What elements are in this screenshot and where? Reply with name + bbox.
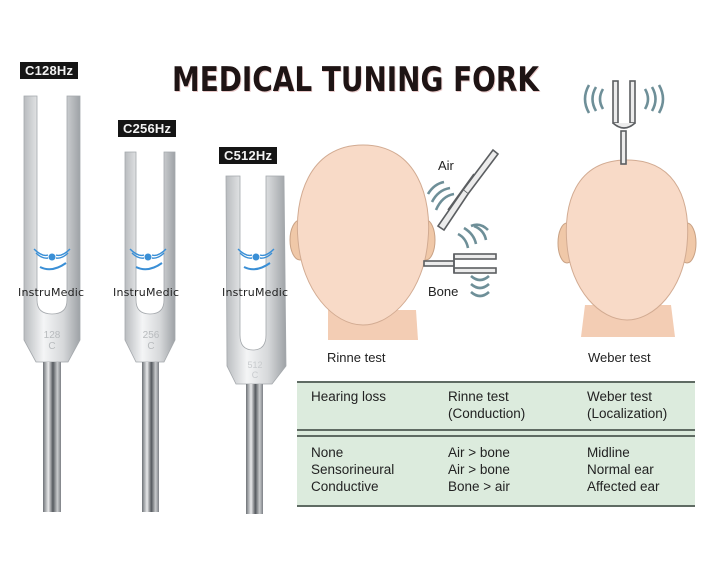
page-title: MEDICAL TUNING FORK: [172, 60, 539, 100]
fork-256: [124, 151, 176, 512]
hearing-loss-table: Hearing loss Rinne test (Conduction) Web…: [297, 381, 695, 507]
fork-512: [225, 175, 287, 514]
rinne-caption: Rinne test: [327, 350, 386, 365]
brand-name: InstruMedic: [18, 286, 85, 299]
table-cell: Normal ear: [587, 462, 654, 477]
fork-128: [23, 95, 81, 512]
instrumedic-logo-icon: [33, 248, 71, 271]
table-cell: Affected ear: [587, 479, 660, 494]
header-rinne: Rinne test (Conduction): [448, 389, 526, 421]
fork-tag-256: C256Hz: [118, 120, 177, 137]
column-hearing-loss: None Sensorineural Conductive: [311, 444, 394, 495]
tuning-fork-illustrations: [23, 95, 287, 514]
bone-label: Bone: [428, 284, 459, 299]
air-label: Air: [438, 158, 454, 173]
brand-name: InstruMedic: [113, 286, 180, 299]
header-hearing-loss: Hearing loss: [311, 389, 387, 404]
table-cell: Sensorineural: [311, 462, 395, 477]
fork-tag-128: C128Hz: [20, 62, 79, 79]
instrumedic-logo-icon: [237, 248, 275, 271]
table-cell: Bone > air: [448, 479, 510, 494]
weber-test-diagram: [557, 80, 697, 337]
brand-name: InstruMedic: [222, 286, 289, 299]
column-rinne: Air > bone Air > bone Bone > air: [448, 444, 510, 495]
table-cell: Midline: [587, 445, 630, 460]
header-weber: Weber test (Localization): [587, 389, 668, 421]
column-weber: Midline Normal ear Affected ear: [587, 444, 660, 495]
table-cell: None: [311, 445, 344, 460]
instrumedic-logo-icon: [129, 248, 167, 271]
fork-tag-512: C512Hz: [219, 147, 278, 164]
rinne-test-diagram: [289, 144, 500, 340]
weber-caption: Weber test: [588, 350, 651, 365]
table-cell: Conductive: [311, 479, 379, 494]
table-cell: Air > bone: [448, 445, 510, 460]
table-cell: Air > bone: [448, 462, 510, 477]
